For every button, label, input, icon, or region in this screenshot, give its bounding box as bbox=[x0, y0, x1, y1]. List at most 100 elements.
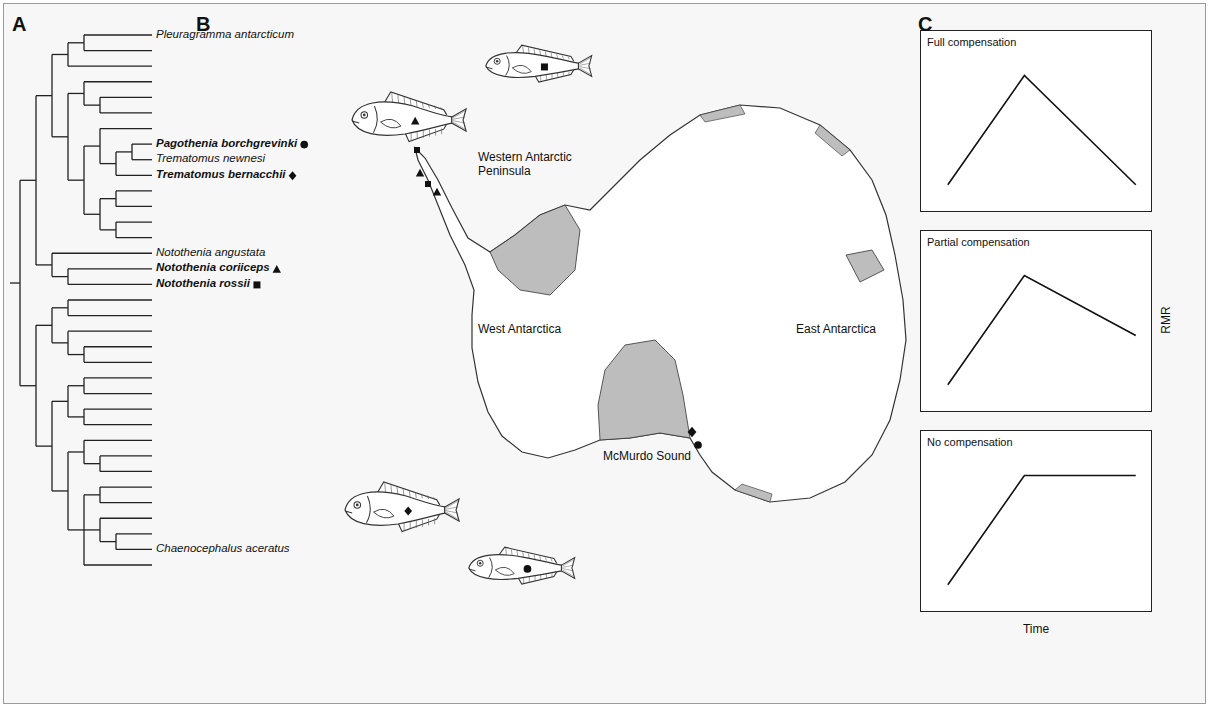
triangle-marker bbox=[411, 117, 419, 125]
tree-branch bbox=[100, 486, 152, 487]
fin-ray bbox=[563, 72, 564, 76]
tree-branch bbox=[100, 471, 152, 472]
fin-ray bbox=[422, 520, 423, 527]
tree-branch bbox=[116, 237, 152, 238]
fish-mouth bbox=[469, 569, 476, 571]
species-name: Pagothenia borchgrevinki bbox=[156, 137, 297, 151]
fin-ray bbox=[435, 129, 436, 135]
diamond-marker bbox=[404, 506, 412, 515]
tree-branch bbox=[84, 362, 152, 363]
rmr-line bbox=[948, 76, 1136, 185]
tree-branch bbox=[84, 408, 152, 409]
square-marker bbox=[253, 281, 260, 288]
tree-branch bbox=[84, 393, 152, 394]
fin-ray bbox=[435, 106, 436, 109]
fin-ray bbox=[409, 490, 410, 497]
species-name: Trematomus bernacchii bbox=[156, 168, 286, 182]
tree-branch bbox=[116, 206, 152, 207]
gill-line bbox=[366, 496, 370, 523]
pectoral-fin bbox=[374, 509, 394, 518]
tree-branch bbox=[68, 315, 152, 316]
fin-ray bbox=[441, 128, 442, 134]
fin-ray bbox=[422, 102, 423, 108]
circle-marker bbox=[300, 141, 308, 149]
fin-ray bbox=[441, 107, 442, 109]
ice-shelf bbox=[490, 205, 580, 295]
ice-shelf bbox=[598, 340, 690, 440]
rmr-graphs bbox=[948, 76, 1136, 585]
tree-branch bbox=[84, 104, 100, 105]
graph-panel: Full compensation bbox=[920, 30, 1152, 212]
fish-drawing bbox=[352, 92, 466, 142]
tree-branch bbox=[100, 541, 116, 542]
tail-fin bbox=[578, 56, 591, 77]
fin-ray bbox=[415, 492, 416, 498]
fish-drawings bbox=[345, 45, 592, 584]
tree-branch bbox=[52, 342, 68, 343]
fin-ray bbox=[539, 556, 541, 560]
fish-mouth bbox=[352, 121, 359, 123]
fish-body bbox=[352, 102, 452, 135]
tree-branch bbox=[84, 34, 152, 35]
tree-branch bbox=[84, 346, 152, 347]
fin-ray bbox=[540, 575, 541, 580]
tail-fin bbox=[445, 499, 459, 521]
fin-ray bbox=[556, 54, 558, 58]
fish-eye bbox=[494, 58, 500, 64]
fin-ray bbox=[545, 558, 547, 561]
tree-branch bbox=[116, 175, 152, 176]
tree-branch bbox=[100, 128, 152, 129]
triangle-marker bbox=[433, 188, 441, 196]
pectoral-fin bbox=[381, 119, 401, 128]
tree-branch bbox=[100, 112, 152, 113]
tree-branch bbox=[116, 151, 132, 152]
tree-branch bbox=[68, 354, 84, 355]
fin-ray bbox=[423, 130, 424, 138]
fin-ray bbox=[579, 57, 590, 64]
tree-branch bbox=[116, 533, 152, 534]
pectoral-fin bbox=[495, 567, 514, 575]
fish-drawing bbox=[469, 547, 575, 584]
fin-ray bbox=[551, 559, 553, 561]
fish-pupil bbox=[479, 562, 481, 564]
fin-ray bbox=[428, 519, 429, 525]
panel-title: No compensation bbox=[927, 436, 1013, 448]
fin-ray bbox=[569, 72, 570, 76]
fin-ray bbox=[453, 117, 465, 119]
fish-eye bbox=[477, 560, 483, 566]
triangle-marker bbox=[416, 169, 424, 177]
fin-ray bbox=[562, 56, 564, 59]
tree-branch bbox=[68, 268, 152, 269]
fin-ray bbox=[562, 559, 573, 566]
fin-ray bbox=[453, 111, 465, 118]
tree-branch bbox=[52, 136, 68, 137]
fish-eye bbox=[361, 112, 368, 119]
antarctica-map bbox=[414, 105, 906, 502]
tree-branch bbox=[84, 440, 152, 441]
tree-branch bbox=[52, 307, 68, 308]
tree-branch bbox=[132, 159, 152, 160]
site-markers bbox=[414, 147, 702, 449]
fin-ray bbox=[579, 68, 590, 75]
tree-branch bbox=[116, 221, 152, 222]
tree-branch bbox=[84, 81, 152, 82]
species-name: Notothenia angustata bbox=[156, 246, 265, 260]
fish-eye bbox=[354, 502, 361, 509]
pectoral-fin bbox=[512, 65, 531, 73]
fish-drawing bbox=[486, 45, 592, 82]
tail-fin bbox=[452, 109, 466, 131]
fin-ray bbox=[552, 574, 553, 578]
tree-branch bbox=[20, 385, 36, 386]
tree-branch bbox=[100, 518, 152, 519]
tree-branch bbox=[68, 385, 84, 386]
tree-branch bbox=[100, 163, 116, 164]
species-name: Chaenocephalus aceratus bbox=[156, 542, 290, 556]
fin-ray bbox=[428, 104, 429, 109]
tree-branch bbox=[100, 455, 152, 456]
diamond-marker bbox=[688, 427, 697, 437]
fin-ray bbox=[416, 520, 417, 528]
tree-branch bbox=[84, 50, 152, 51]
panel-title: Partial compensation bbox=[927, 236, 1030, 248]
